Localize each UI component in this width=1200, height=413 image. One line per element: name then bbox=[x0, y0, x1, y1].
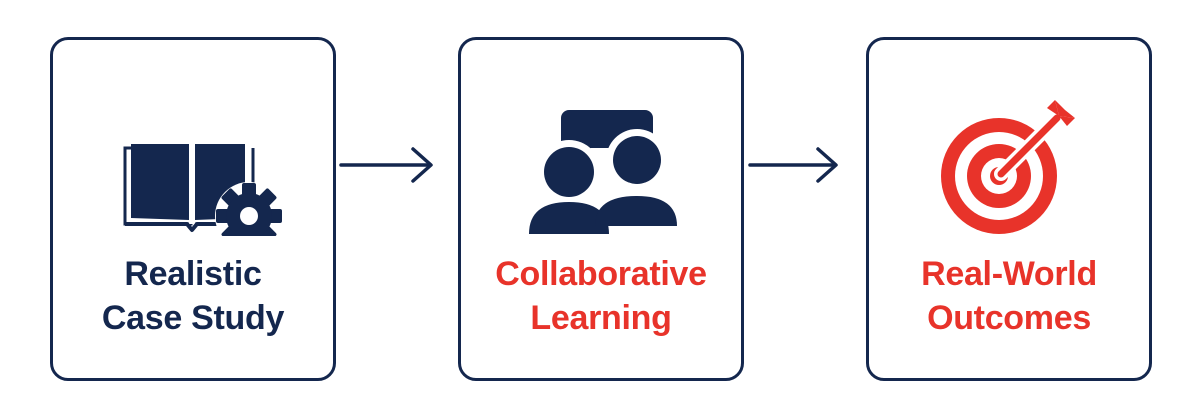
step-label-line-2: Outcomes bbox=[927, 299, 1091, 337]
step-card-realistic-case-study: Realistic Case Study bbox=[50, 37, 336, 381]
step-label-line-2: Case Study bbox=[101, 299, 285, 337]
arrow-right-icon bbox=[337, 145, 437, 185]
step-label-line-1: Collaborative bbox=[495, 255, 707, 293]
target-arrow-icon bbox=[919, 96, 1099, 236]
step-label: Real-World Outcomes bbox=[869, 252, 1149, 340]
step-label: Collaborative Learning bbox=[461, 252, 741, 340]
people-chat-icon bbox=[511, 96, 691, 236]
arrow-right-icon bbox=[746, 145, 846, 185]
step-label-line-1: Realistic bbox=[124, 255, 262, 293]
step-card-real-world-outcomes: Real-World Outcomes bbox=[866, 37, 1152, 381]
step-card-collaborative-learning: Collaborative Learning bbox=[458, 37, 744, 381]
step-label-line-1: Real-World bbox=[921, 255, 1097, 293]
step-label: Realistic Case Study bbox=[53, 252, 333, 340]
step-label-line-2: Learning bbox=[530, 299, 672, 337]
book-gear-icon bbox=[103, 96, 283, 236]
